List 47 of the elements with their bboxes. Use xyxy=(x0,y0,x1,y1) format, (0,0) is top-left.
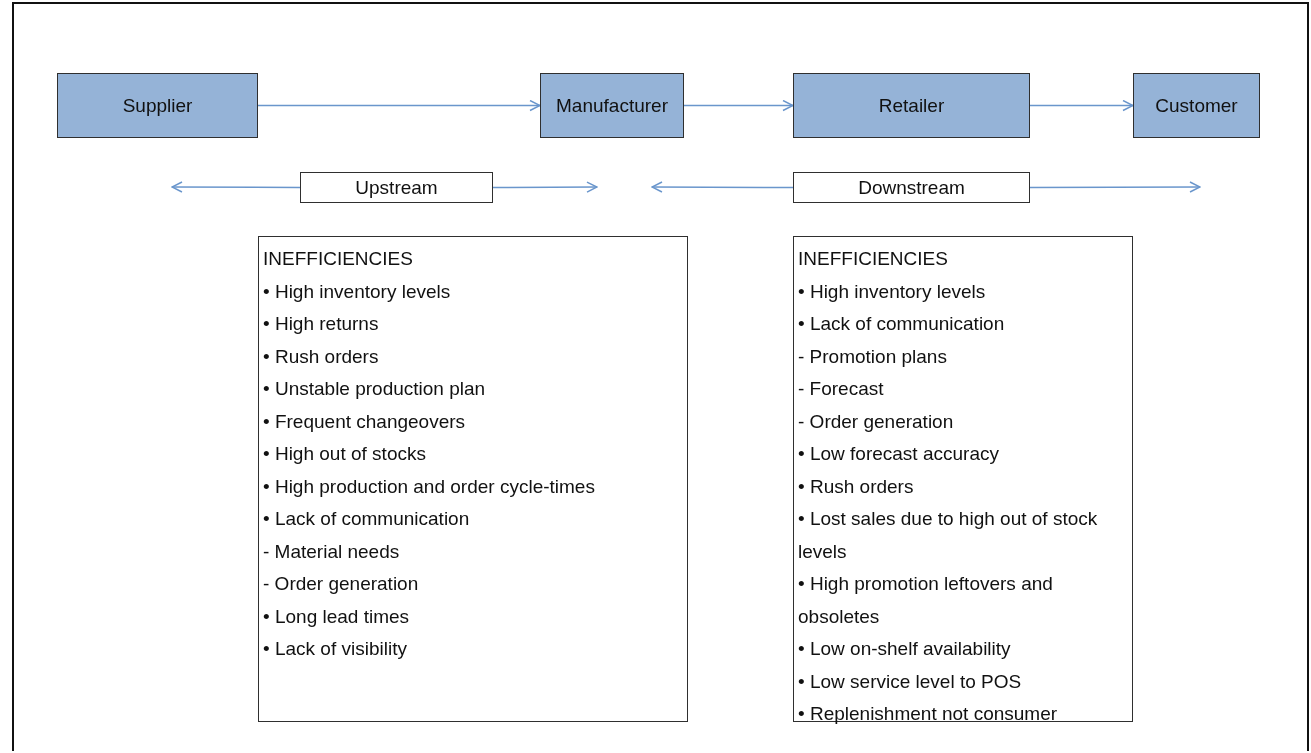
list-item: • Lost sales due to high out of stock levels xyxy=(798,507,1099,564)
list-item: - Promotion plans xyxy=(798,344,947,369)
arrow xyxy=(683,99,794,112)
list-item: • Low forecast accuracy xyxy=(798,442,999,466)
box-label: Supplier xyxy=(122,94,193,117)
list-box xyxy=(258,236,688,722)
arrow xyxy=(651,181,794,193)
list-item: • High out of stocks xyxy=(263,442,426,466)
label-box xyxy=(793,172,1030,203)
box-label: Manufacturer xyxy=(556,94,668,117)
list-item: • Low on-shelf availability xyxy=(798,637,1011,661)
box-label: Customer xyxy=(1155,94,1238,117)
list-item: • Lack of visibility xyxy=(263,637,407,661)
list-heading: INEFFICIENCIES xyxy=(263,247,413,271)
list-item: • Unstable production plan xyxy=(263,377,486,401)
arrow xyxy=(257,99,541,112)
box-label: Upstream xyxy=(355,176,438,199)
list-item: • High inventory levels xyxy=(263,279,451,304)
arrow xyxy=(1029,99,1134,112)
list-item: • Replenishment not consumer xyxy=(798,702,1058,726)
list-item: • High returns xyxy=(263,312,379,336)
arrow xyxy=(492,181,598,193)
process-box xyxy=(793,73,1030,138)
list-item: • Rush orders xyxy=(263,344,379,369)
box-label: Downstream xyxy=(858,176,965,199)
list-item: • Low service level to POS xyxy=(798,669,1022,694)
list-heading: INEFFICIENCIES xyxy=(798,247,948,271)
label-box xyxy=(300,172,493,203)
list-item: • Lack of communication xyxy=(798,312,1005,336)
list-item: - Order generation xyxy=(798,409,954,434)
arrow xyxy=(171,181,301,193)
list-item: - Order generation xyxy=(263,572,419,596)
list-item: - Forecast xyxy=(798,377,884,401)
arrow xyxy=(1029,181,1201,193)
list-item: • High promotion leftovers and obsoletes xyxy=(798,572,1054,629)
list-item: • Long lead times xyxy=(263,604,410,629)
list-item: • High inventory levels xyxy=(798,279,986,304)
process-box xyxy=(57,73,258,138)
box-label: Retailer xyxy=(878,94,945,117)
list-item: • High production and order cycle-times xyxy=(263,474,595,499)
list-item: • Rush orders xyxy=(798,474,914,499)
process-box xyxy=(1133,73,1260,138)
list-item: • Lack of communication xyxy=(263,507,470,531)
list-item: • Frequent changeovers xyxy=(263,409,466,434)
list-box xyxy=(793,236,1133,722)
process-box xyxy=(540,73,684,138)
list-item: - Material needs xyxy=(263,539,400,564)
